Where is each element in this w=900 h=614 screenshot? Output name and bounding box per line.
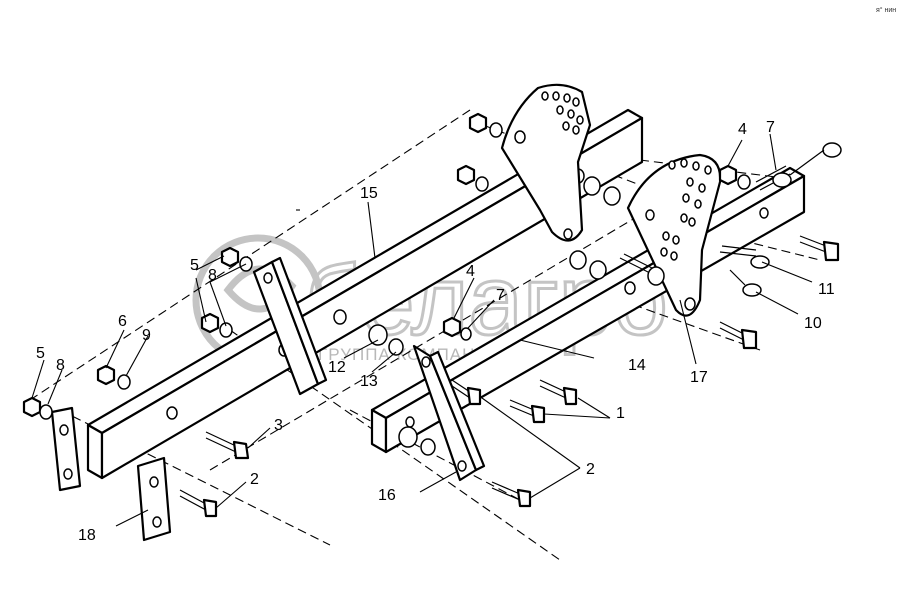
callout-8-lower: 8	[56, 357, 65, 374]
vertical-plate-left	[252, 256, 328, 396]
callout-14: 14	[628, 357, 646, 374]
bushings-12-13	[368, 176, 621, 456]
bracket-17	[626, 153, 722, 317]
callout-2-right: 2	[586, 461, 595, 478]
callout-6: 6	[118, 313, 127, 330]
callout-4-right: 4	[738, 121, 747, 138]
callout-16: 16	[378, 487, 396, 504]
callout-13: 13	[360, 373, 378, 390]
callout-1: 1	[616, 405, 625, 422]
rear-bracket-holes	[514, 91, 584, 240]
plate-18-pair	[50, 406, 172, 542]
callout-4-centre: 4	[466, 263, 475, 280]
callout-7-right: 7	[766, 119, 775, 136]
watermark-logo-leaf	[223, 265, 297, 313]
callout-11: 11	[818, 281, 835, 298]
bracket-17-holes	[645, 158, 712, 311]
callout-9: 9	[142, 327, 151, 344]
callout-3: 3	[274, 417, 283, 434]
main-beam-15	[86, 108, 644, 480]
callout-12: 12	[328, 359, 346, 376]
callout-7-centre: 7	[496, 287, 505, 304]
leader-lines	[31, 133, 813, 527]
pins-10-11	[719, 142, 842, 297]
nuts-washers	[22, 112, 751, 420]
callout-18: 18	[78, 527, 96, 544]
callout-15: 15	[360, 185, 378, 202]
through-bolt	[619, 253, 665, 286]
callout-17: 17	[690, 369, 708, 386]
rear-bracket	[500, 83, 592, 242]
bolts	[179, 235, 840, 518]
plate-16	[412, 344, 486, 482]
corner-mark: я° нин	[876, 6, 896, 14]
callout-5-upper: 5	[190, 257, 199, 274]
callout-labels: 1 2 2 3 4 4 5 5 6 7 7 8 8 9 10 11 12 13 …	[36, 119, 835, 544]
callout-10: 10	[804, 315, 822, 332]
callout-2-left: 2	[250, 471, 259, 488]
callout-5-lower: 5	[36, 345, 45, 362]
callout-8-upper: 8	[208, 267, 217, 284]
watermark-tagline: ГРУППА КОМПАНИЙ	[318, 345, 502, 364]
